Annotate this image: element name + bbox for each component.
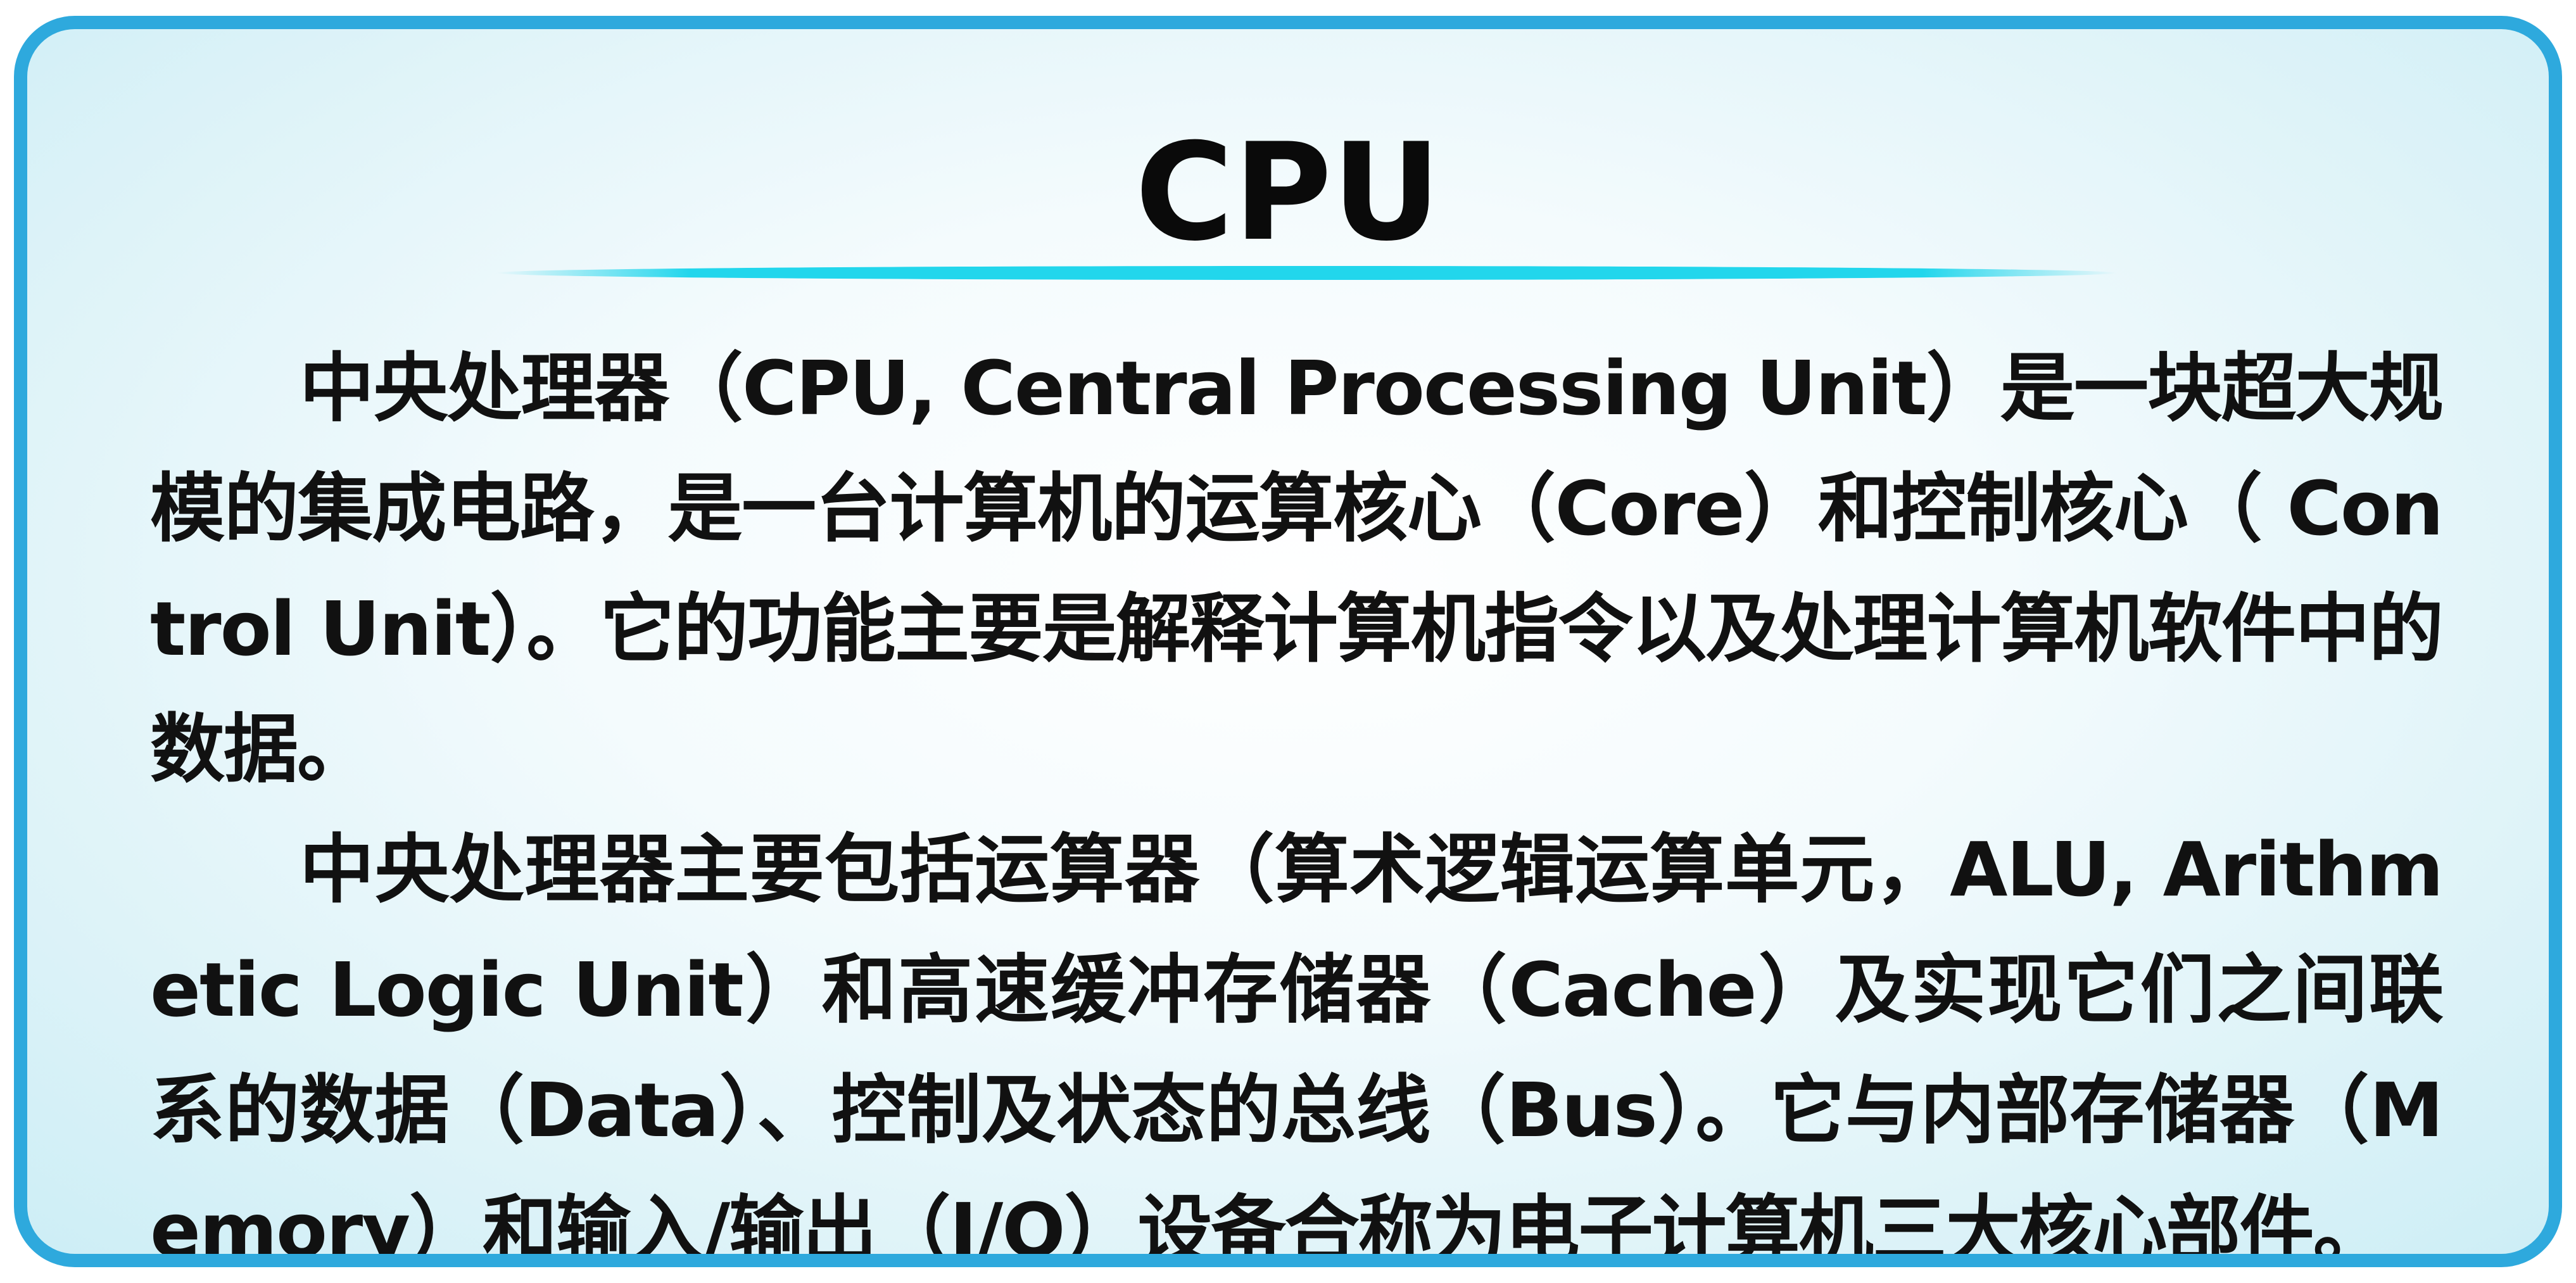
card-title: CPU [1135, 114, 1441, 270]
paragraph-components: 中央处理器主要包括运算器（算术逻辑运算单元，ALU, Arithmetic Lo… [150, 826, 2444, 1267]
info-card: CPU 中央处理器（CPU, Central Processing Unit）是… [14, 16, 2562, 1267]
title-underline [496, 266, 2117, 280]
paragraph-definition: 中央处理器（CPU, Central Processing Unit）是一块超大… [150, 344, 2444, 793]
card-body: 中央处理器（CPU, Central Processing Unit）是一块超大… [150, 328, 2444, 1267]
